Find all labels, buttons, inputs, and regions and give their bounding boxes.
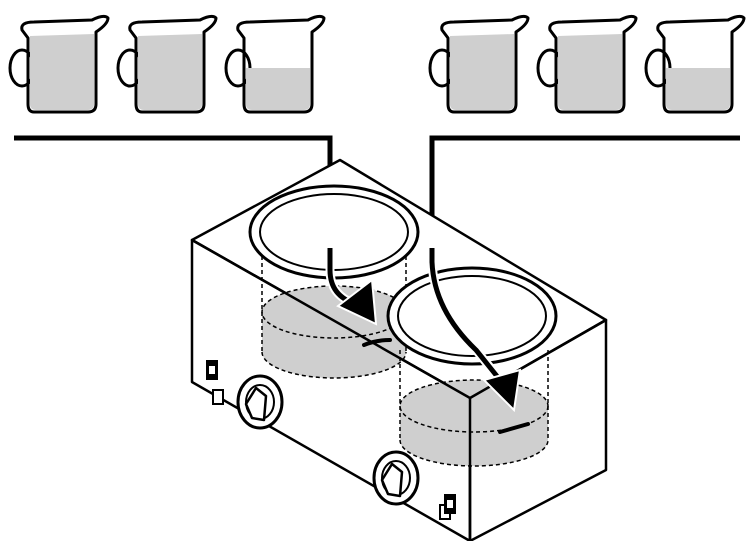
pitcher-full-4 <box>428 14 530 114</box>
pitcher-liquid <box>450 34 514 110</box>
pitcher-group-left <box>8 14 326 114</box>
temperature-knob-left <box>236 374 284 430</box>
fill-line-right <box>498 422 530 434</box>
pitcher-partial-6 <box>644 14 746 114</box>
bracket-line-right <box>429 135 740 250</box>
fill-line-left <box>362 338 392 347</box>
pitcher-liquid <box>558 34 622 110</box>
power-switch-right <box>444 494 456 514</box>
power-switch-left <box>206 360 218 380</box>
fill-arrow-left <box>325 248 378 326</box>
pitcher-liquid <box>246 68 310 110</box>
warmer-foot <box>212 389 224 405</box>
well-right-rim <box>386 266 558 366</box>
warmer-unit <box>190 158 608 541</box>
pitcher-liquid <box>666 68 730 110</box>
pitcher-liquid <box>138 34 202 110</box>
pitcher-group-right <box>428 14 746 114</box>
temperature-knob-right <box>372 450 420 506</box>
pitcher-liquid <box>30 34 94 110</box>
pitcher-full-1 <box>8 14 110 114</box>
pitcher-full-2 <box>116 14 218 114</box>
fill-arrow-right <box>427 248 522 413</box>
pitcher-partial-3 <box>224 14 326 114</box>
arrow-head <box>482 368 522 413</box>
arrow-head <box>336 278 378 326</box>
pitcher-full-5 <box>536 14 638 114</box>
